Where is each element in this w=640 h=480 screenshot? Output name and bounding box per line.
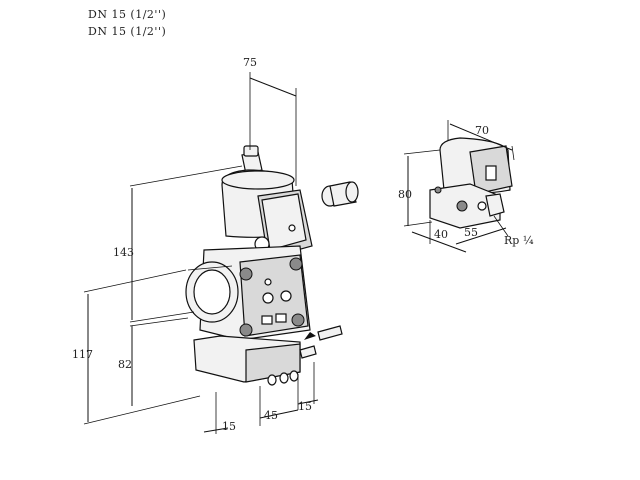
dim-117: 117 bbox=[72, 348, 93, 361]
dim-143: 143 bbox=[113, 246, 134, 259]
dim-75: 75 bbox=[243, 56, 257, 69]
dim-82: 82 bbox=[118, 358, 132, 371]
dim-45: 45 bbox=[264, 409, 278, 422]
dim-15-right: 15 bbox=[298, 400, 312, 413]
title-line-2: DN 15 (1/2'') bbox=[88, 25, 167, 38]
dim-55: 55 bbox=[464, 226, 478, 239]
dim-80: 80 bbox=[398, 188, 412, 201]
cable-gland bbox=[321, 181, 359, 207]
detail-dimension-lines bbox=[403, 120, 515, 253]
title-line-1: DN 15 (1/2'') bbox=[88, 8, 167, 21]
detail-solenoid-drawing bbox=[429, 137, 513, 229]
main-valve-drawing bbox=[185, 145, 359, 386]
dim-40: 40 bbox=[434, 228, 448, 241]
thread-rp-quarter: Rp ¼ bbox=[504, 234, 534, 247]
dim-70: 70 bbox=[475, 124, 489, 137]
main-dimension-lines bbox=[83, 72, 319, 434]
test-nipple bbox=[299, 325, 343, 359]
dim-15-left: 15 bbox=[222, 420, 236, 433]
